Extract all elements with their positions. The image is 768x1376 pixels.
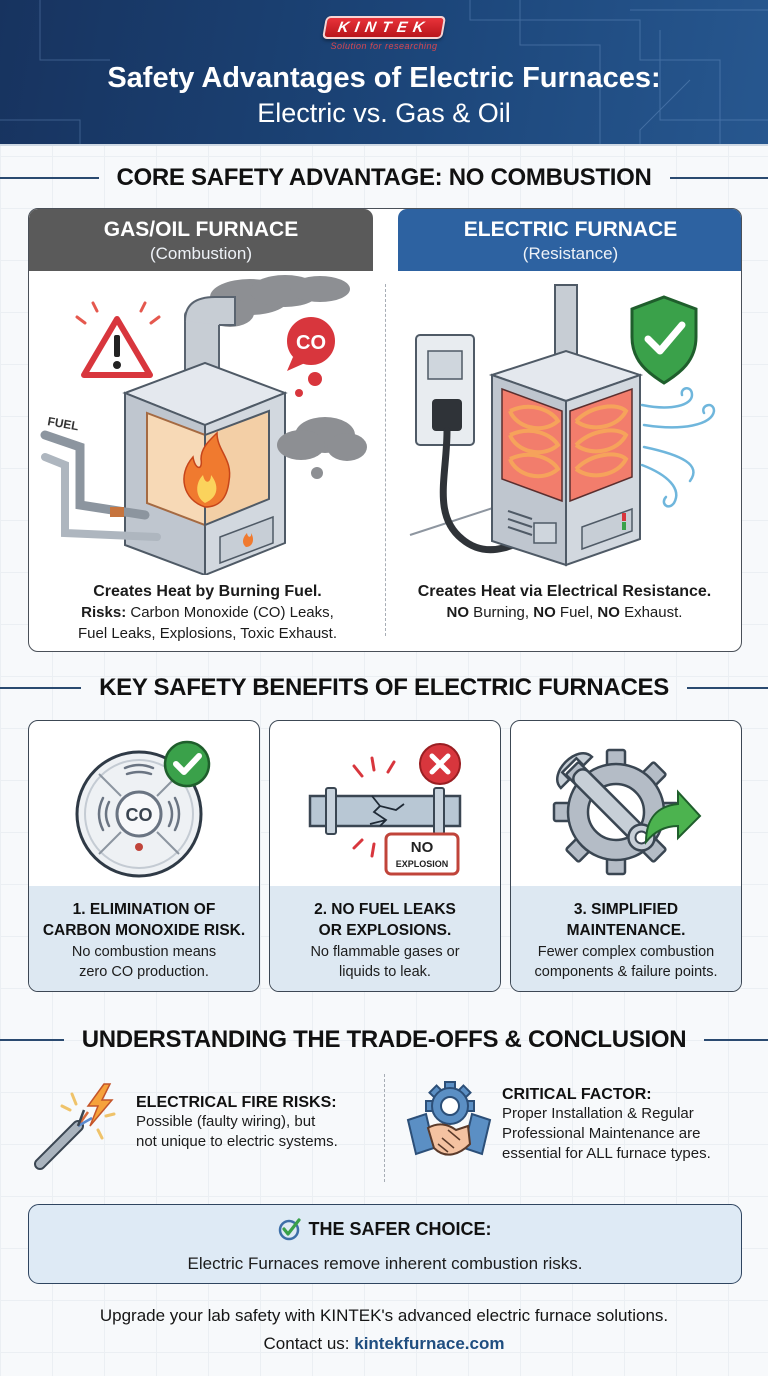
tradeoffs-panel: ELECTRICAL FIRE RISKS: Possible (faulty … — [28, 1074, 742, 1184]
benefit-label: 2. NO FUEL LEAKS OR EXPLOSIONS. No flamm… — [270, 886, 500, 991]
benefit-card-maintenance: 3. SIMPLIFIED MAINTENANCE. Fewer complex… — [510, 720, 742, 992]
svg-text:FUEL: FUEL — [46, 414, 79, 433]
benefit-label: 1. ELIMINATION OF CARBON MONOXIDE RISK. … — [29, 886, 259, 991]
header-banner: KINTEK Solution for researching Safety A… — [0, 0, 768, 146]
co-detector-check-icon: CO — [75, 740, 211, 878]
svg-text:NO: NO — [411, 839, 434, 856]
cracked-pipe-no-explosion-icon: NO EXPLOSION — [308, 743, 462, 876]
logo-badge: KINTEK — [322, 16, 446, 39]
electric-furnace-illustration-icon — [409, 284, 716, 567]
electric-furnace-column: ELECTRIC FURNACE (Resistance) — [386, 209, 741, 651]
benefit-card-no-leaks: NO EXPLOSION 2. NO FUEL LEAKS OR EXPLOSI… — [269, 720, 501, 992]
svg-text:CO: CO — [296, 332, 326, 354]
gear-handshake-icon — [406, 1081, 492, 1156]
electric-header: ELECTRIC FURNACE (Resistance) — [398, 209, 741, 271]
svg-text:CO: CO — [126, 805, 153, 825]
gear-wrench-arrow-icon — [552, 748, 702, 876]
tradeoffs-divider — [384, 1074, 385, 1182]
page-title: Safety Advantages of Electric Furnaces: — [107, 62, 661, 94]
logo-tagline: Solution for researching — [330, 41, 438, 51]
benefit-cards: CO 1. ELIMINATION OF CARBON MONOXIDE RIS… — [28, 720, 742, 992]
benefit-card-co: CO 1. ELIMINATION OF CARBON MONOXIDE RIS… — [28, 720, 260, 992]
circuit-pattern-icon — [0, 0, 768, 144]
benefit-label: 3. SIMPLIFIED MAINTENANCE. Fewer complex… — [511, 886, 741, 991]
electric-description: Creates Heat via Electrical Resistance. … — [417, 583, 712, 621]
section-heading-core: CORE SAFETY ADVANTAGE: NO COMBUSTION — [0, 164, 768, 192]
website-link[interactable]: kintekfurnace.com — [354, 1334, 505, 1353]
gas-oil-header: GAS/OIL FURNACE (Combustion) — [29, 209, 373, 271]
section-heading-tradeoffs: UNDERSTANDING THE TRADE-OFFS & CONCLUSIO… — [0, 1026, 768, 1054]
gas-oil-description: Creates Heat by Burning Fuel. Risks: Car… — [77, 583, 338, 642]
gas-furnace-illustration-icon: FUEL CO — [40, 275, 367, 575]
comparison-divider — [385, 284, 386, 636]
kintek-logo: KINTEK Solution for researching — [322, 16, 446, 51]
comparison-panel: GAS/OIL FURNACE (Combustion) — [28, 208, 742, 652]
footer: Upgrade your lab safety with KINTEK's ad… — [99, 1306, 669, 1353]
gas-oil-furnace-column: GAS/OIL FURNACE (Combustion) — [29, 209, 386, 651]
safer-choice-callout: THE SAFER CHOICE: Electric Furnaces remo… — [28, 1204, 742, 1284]
svg-text:EXPLOSION: EXPLOSION — [396, 859, 449, 869]
sparking-wire-icon — [34, 1083, 116, 1170]
section-heading-benefits: KEY SAFETY BENEFITS OF ELECTRIC FURNACES — [0, 674, 768, 702]
check-circle-icon — [279, 1218, 302, 1241]
page-subtitle: Electric vs. Gas & Oil — [257, 98, 511, 128]
